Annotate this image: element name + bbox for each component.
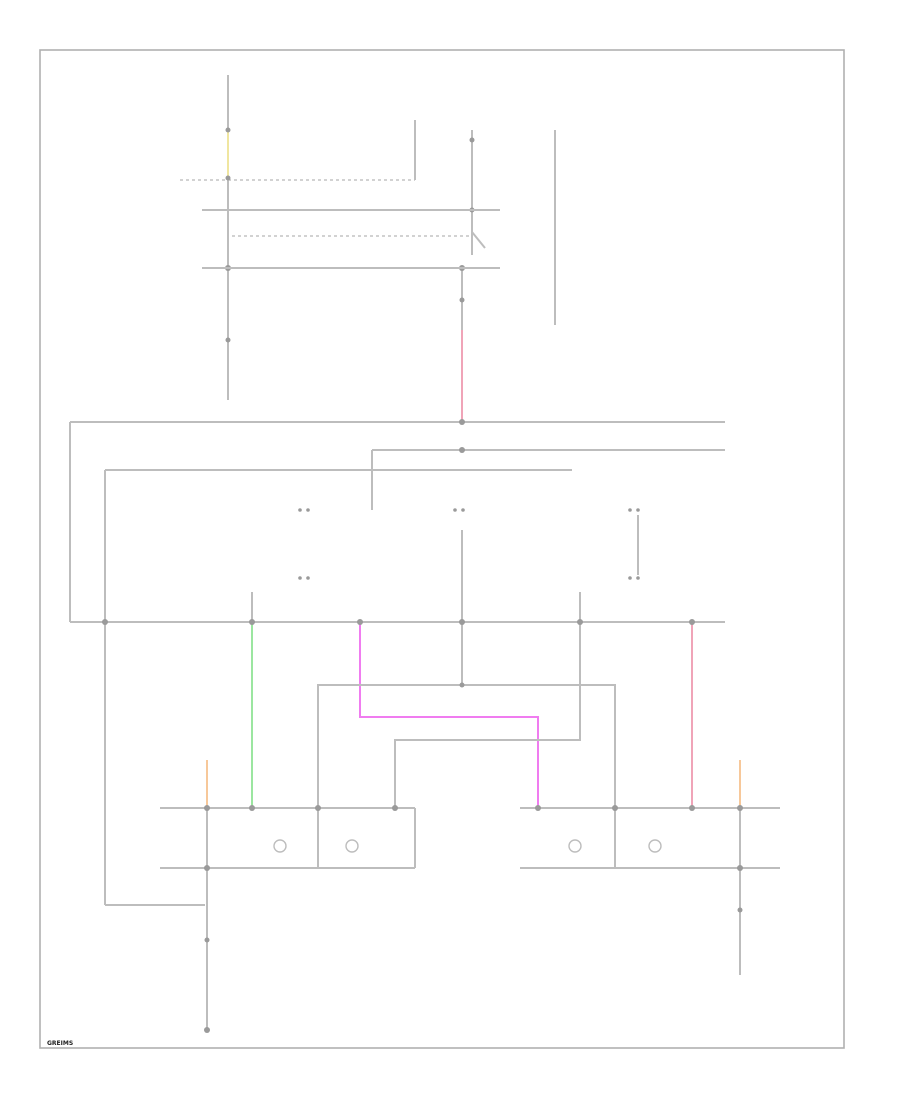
left-fuse-feed bbox=[180, 75, 416, 400]
output-wires bbox=[102, 619, 741, 906]
control-unit-contacts bbox=[251, 508, 640, 622]
diagram-frame bbox=[39, 49, 845, 1049]
ignition-switch bbox=[202, 209, 500, 269]
right-seat-heater bbox=[520, 805, 780, 975]
footer-label: GREIMS bbox=[47, 1040, 73, 1047]
control-unit-box bbox=[69, 419, 725, 623]
right-fuse-feed bbox=[459, 130, 486, 420]
left-seat-heater bbox=[160, 805, 416, 1033]
